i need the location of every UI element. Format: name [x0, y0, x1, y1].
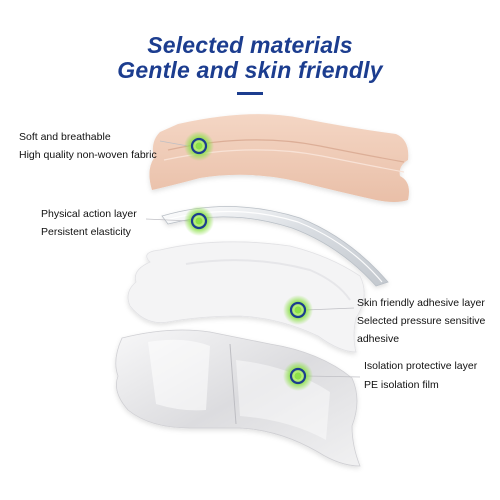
fabric-layer-label-line2: High quality non-woven fabric — [19, 149, 157, 161]
headline-line2: Gentle and skin friendly — [117, 57, 383, 83]
marker-adhesive — [283, 295, 313, 325]
adhesive-layer-label-line3: adhesive — [357, 333, 400, 345]
title-underline — [237, 92, 263, 95]
marker-elastic — [184, 206, 214, 236]
adhesive-layer-label-line1: Skin friendly adhesive layer — [357, 297, 485, 309]
isolation-layer-label-line1: Isolation protective layer — [364, 360, 478, 372]
elastic-layer-label-line2: Persistent elasticity — [41, 226, 131, 238]
adhesive-layer-label-line2: Selected pressure sensitive — [357, 315, 486, 327]
connector-lines — [145, 140, 361, 378]
elastic-layer-label-line1: Physical action layer — [41, 208, 137, 220]
isolation-layer-label: Isolation protective layer PE isolation … — [364, 357, 477, 395]
marker-isolation — [283, 361, 313, 391]
fabric-layer-label: Soft and breathable High quality non-wov… — [19, 128, 157, 164]
adhesive-layer-shape — [127, 241, 365, 353]
isolation-layer-label-line2: PE isolation film — [364, 379, 439, 391]
isolation-film-shape — [115, 329, 361, 467]
elastic-layer-label: Physical action layer Persistent elastic… — [41, 205, 137, 241]
marker-fabric — [184, 131, 214, 161]
fabric-layer-shape — [149, 114, 409, 202]
fabric-layer-label-line1: Soft and breathable — [19, 131, 111, 143]
headline-line1: Selected materials — [147, 32, 353, 58]
adhesive-layer-label: Skin friendly adhesive layer Selected pr… — [357, 294, 485, 348]
